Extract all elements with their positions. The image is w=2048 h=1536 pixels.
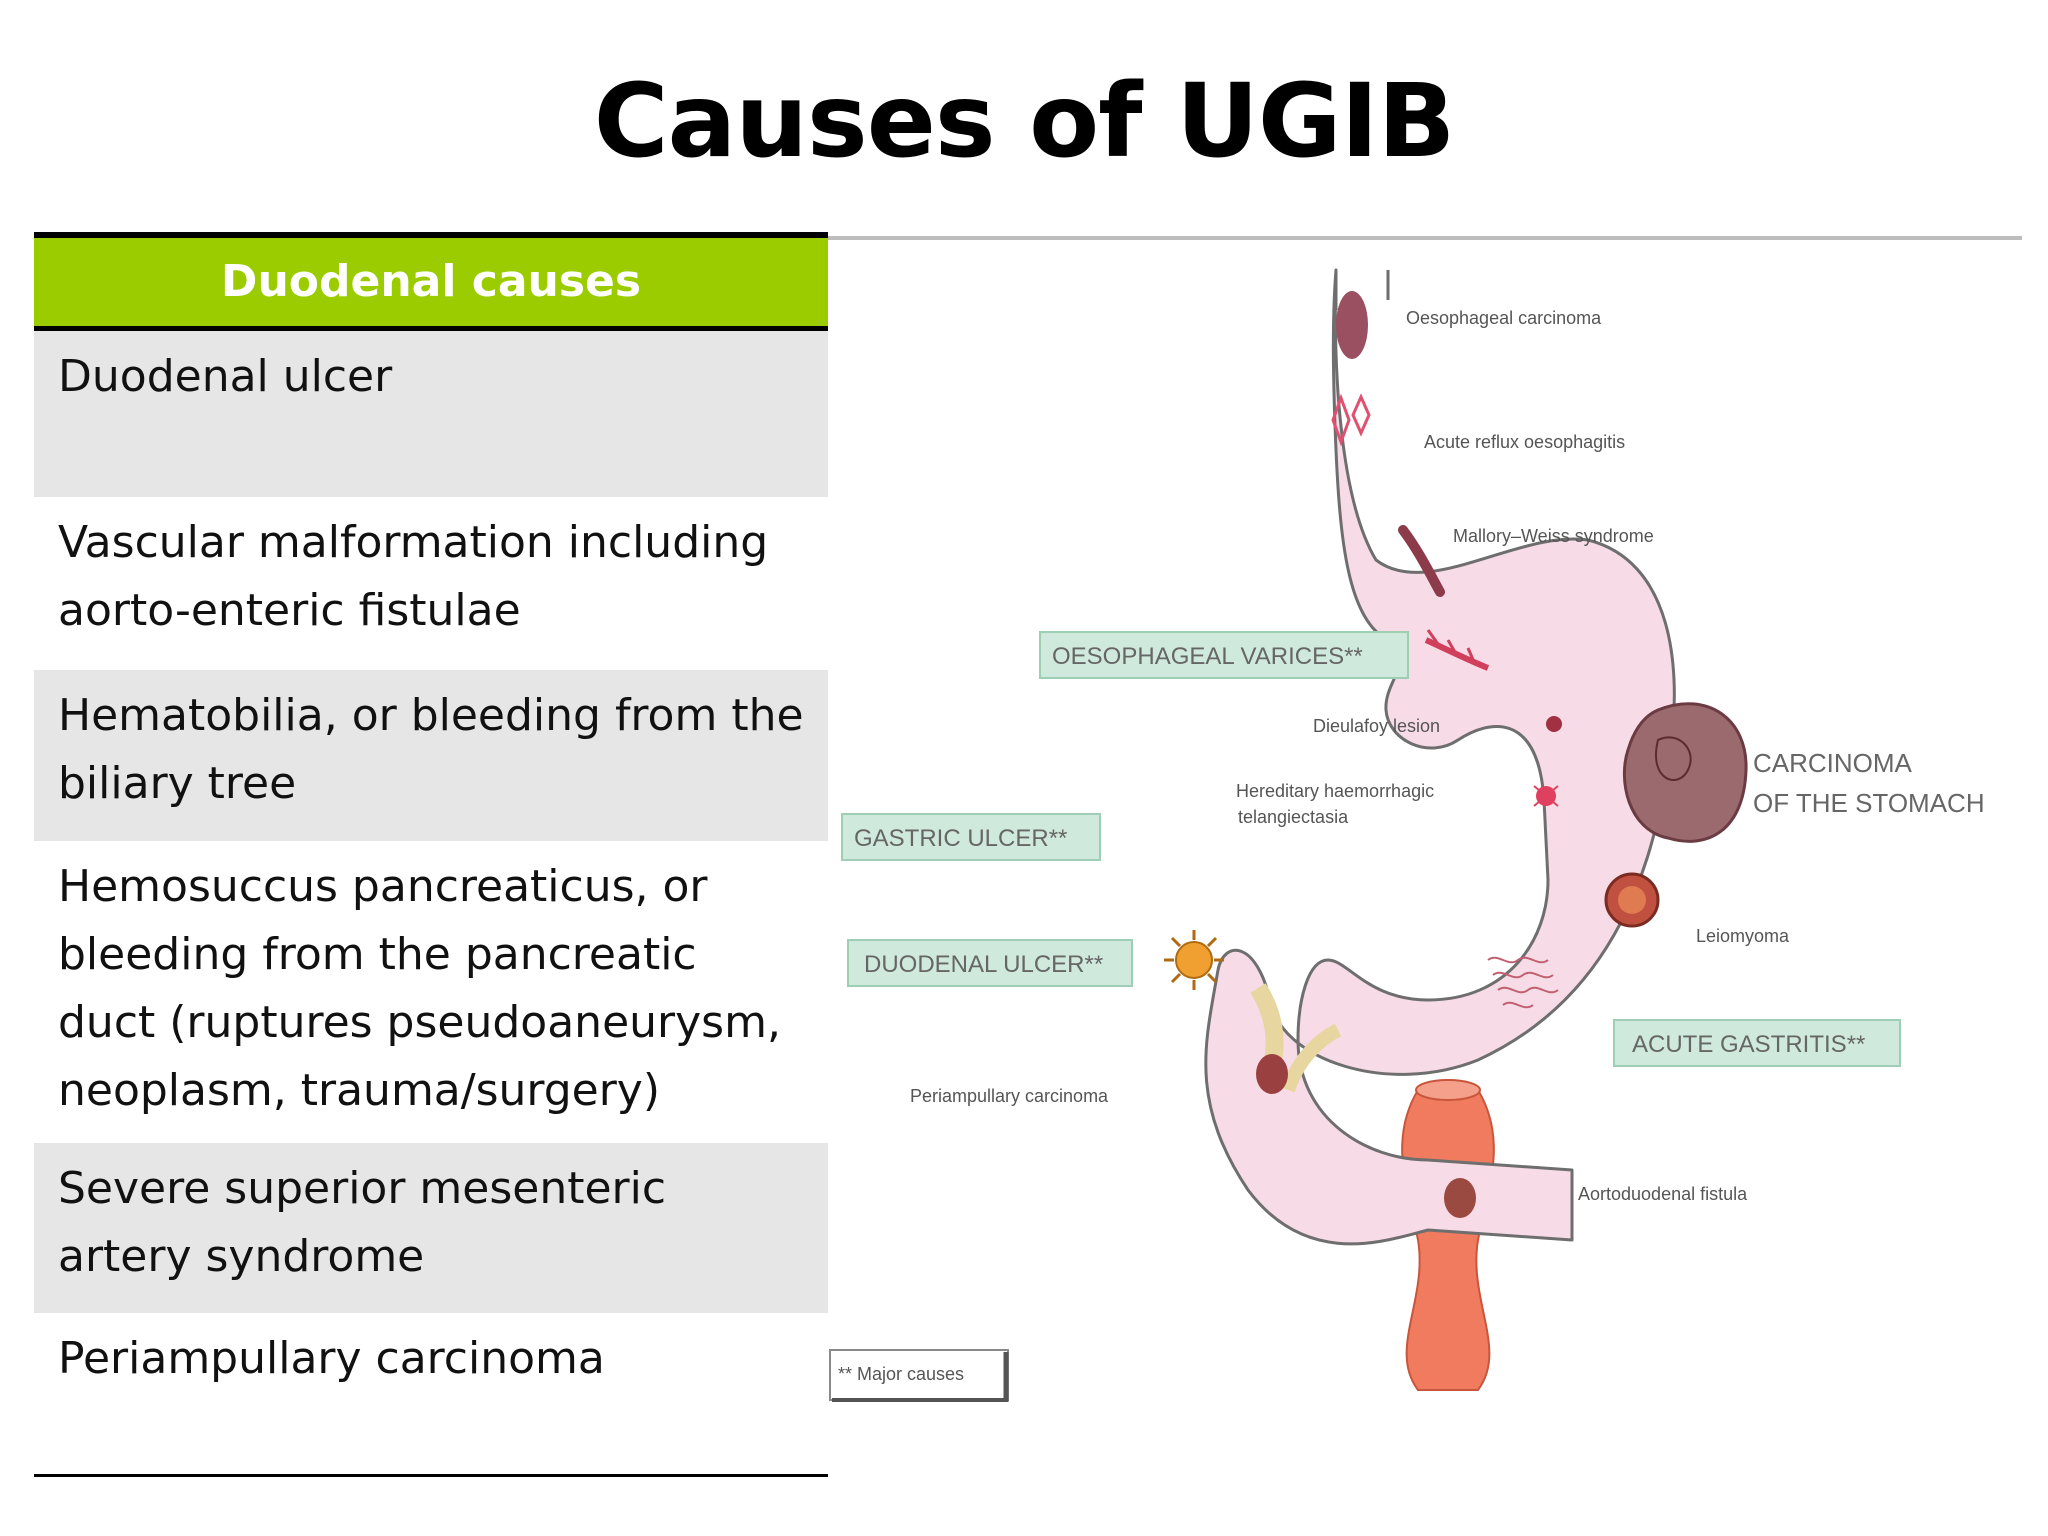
- oesophageal-carcinoma-lesion: [1336, 291, 1368, 359]
- label-hht-line1: Hereditary haemorrhagic: [1236, 781, 1434, 801]
- label-oesophageal-varices: OESOPHAGEAL VARICES**: [1052, 643, 1363, 670]
- label-mallory-weiss: Mallory–Weiss syndrome: [1453, 526, 1654, 546]
- label-acute-gastritis: ACUTE GASTRITIS**: [1632, 1031, 1865, 1058]
- duodenal-causes-table: Duodenal causes Duodenal ulcer Vascular …: [34, 238, 828, 1473]
- table-row: Duodenal ulcer: [34, 331, 828, 497]
- table-top-rule: [34, 232, 828, 238]
- dieulafoy-lesion: [1546, 716, 1562, 732]
- label-major-causes: ** Major causes: [838, 1364, 964, 1384]
- table-row: Periampullary carcinoma: [58, 1333, 605, 1384]
- label-duodenal-ulcer: DUODENAL ULCER**: [864, 951, 1103, 978]
- box-acute-gastritis: ACUTE GASTRITIS**: [1613, 1019, 1901, 1067]
- table-header: Duodenal causes: [34, 238, 828, 331]
- label-aortoduodenal: Aortoduodenal fistula: [1578, 1184, 1748, 1204]
- diagram-top-rule: [828, 236, 2022, 240]
- label-gastric-ulcer: GASTRIC ULCER**: [854, 825, 1067, 852]
- box-duodenal-ulcer: DUODENAL ULCER**: [847, 939, 1133, 987]
- label-oesophageal-carcinoma: Oesophageal carcinoma: [1406, 308, 1602, 328]
- acute-gastritis-lesion: [1487, 956, 1559, 1009]
- label-carcinoma-line2: OF THE STOMACH: [1753, 788, 1985, 818]
- box-major-causes: ** Major causes: [829, 1349, 1009, 1402]
- table-row: Hematobilia, or bleeding from the biliar…: [34, 670, 828, 841]
- label-acute-reflux: Acute reflux oesophagitis: [1424, 432, 1625, 452]
- duodenal-ulcer-lesion: [1164, 930, 1224, 990]
- table-row: Severe superior mesenteric artery syndro…: [34, 1143, 828, 1313]
- reflux-oesophagitis-lesion: [1331, 393, 1371, 447]
- mallory-weiss-lesion: [1398, 525, 1490, 671]
- box-gastric-ulcer: GASTRIC ULCER**: [841, 813, 1101, 861]
- hht-lesion: [1533, 785, 1559, 807]
- label-carcinoma-line1: CARCINOMA: [1753, 748, 1913, 778]
- table-row: Vascular malformation including aorto-en…: [58, 517, 769, 636]
- label-hht-line2: telangiectasia: [1238, 807, 1349, 827]
- box-oesophageal-varices: OESOPHAGEAL VARICES**: [1039, 631, 1409, 679]
- leiomyoma-lesion: [1604, 872, 1660, 928]
- stomach-outline: [1204, 268, 1676, 1246]
- gastric-carcinoma-lesion: [1622, 702, 1748, 843]
- label-dieulafoy: Dieulafoy lesion: [1313, 716, 1440, 736]
- page-title: Causes of UGIB: [593, 62, 1456, 181]
- stomach-illustration: Oesophageal carcinoma Acute reflux oesop…: [829, 268, 1985, 1402]
- table-row: Hemosuccus pancreaticus, or bleeding fro…: [58, 861, 781, 1116]
- label-leiomyoma: Leiomyoma: [1696, 926, 1790, 946]
- label-periampullary: Periampullary carcinoma: [910, 1086, 1109, 1106]
- ugib-anatomy-diagram: Oesophageal carcinoma Acute reflux oesop…: [828, 240, 2022, 1470]
- table-bottom-rule: [34, 1474, 828, 1477]
- periampullary-lesion: [1256, 1054, 1288, 1094]
- aortoduodenal-fistula-lesion: [1444, 1178, 1476, 1218]
